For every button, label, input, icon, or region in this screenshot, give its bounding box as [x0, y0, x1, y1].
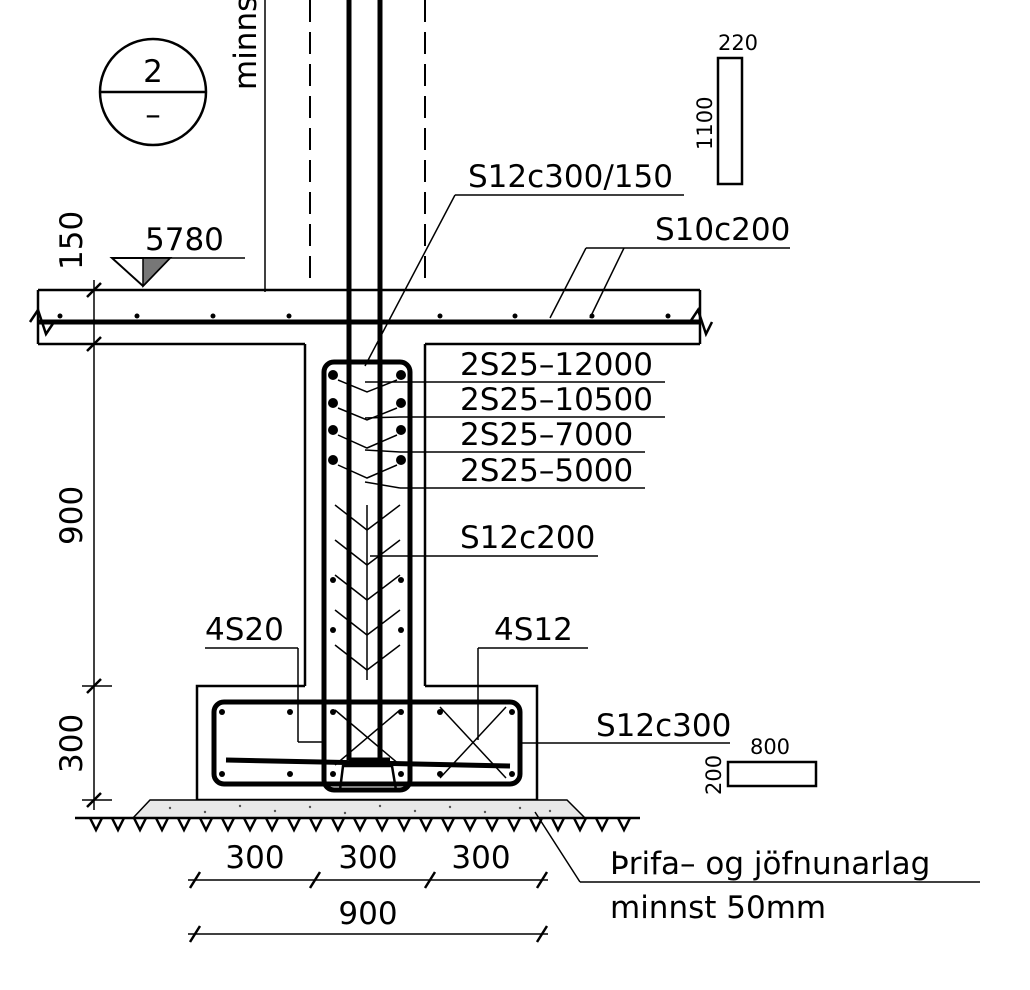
footing-cross-2: [439, 706, 507, 779]
dim-part-mid: 300: [338, 840, 397, 876]
stirrup-height: 1100: [693, 97, 717, 150]
gravel-dots: [168, 804, 552, 815]
label-bar-1: 2S25–12000: [460, 347, 653, 383]
footing-stirrup-height: 200: [702, 755, 726, 795]
label-bar-3: 2S25–7000: [460, 417, 633, 453]
break-symbol-right: [688, 307, 714, 338]
slab-bar-dots: [57, 313, 671, 319]
callouts: S12c300/150 S10c200 2S25–12000 2S25–1050…: [205, 159, 980, 926]
level-marker: 5780: [109, 222, 245, 288]
floor-slab: [28, 288, 714, 346]
vertical-dimensions: 150 900 300: [54, 211, 112, 810]
bar-bend: [338, 764, 398, 791]
label-gravel-1: Þrifa– og jöfnunarlag: [610, 846, 930, 882]
dim-footing-width: 900: [338, 896, 397, 932]
base-cross-2: [334, 709, 401, 766]
break-symbol-left: [28, 307, 56, 337]
label-bar-4: 2S25–5000: [460, 453, 633, 489]
ground-hatch: [88, 817, 632, 833]
stirrup-shape-sketch: 220 1100: [693, 31, 758, 186]
horizontal-dimensions: 300 300 300 900: [188, 840, 549, 943]
footing-stirrup-width: 800: [750, 735, 790, 759]
dim-part-left: 300: [225, 840, 284, 876]
label-footing-left: 4S20: [205, 612, 284, 648]
footing-stirrup-shape: [726, 760, 818, 788]
footing: [195, 684, 539, 802]
label-slab-reinf: S10c200: [655, 212, 790, 248]
label-stirrups: S12c200: [460, 520, 595, 556]
wall-note-label: minnst: [228, 0, 264, 90]
level-triangle-hatch: [142, 257, 172, 288]
footing-bottom-bar: [225, 757, 511, 769]
gravel-bed: [75, 799, 640, 833]
gravel-layer: [131, 799, 587, 819]
detail-marker: 2 –: [98, 37, 208, 147]
top-links: [337, 379, 398, 479]
dim-part-right: 300: [451, 840, 510, 876]
label-dowels: S12c300/150: [468, 159, 673, 195]
stirrup-width: 220: [718, 31, 758, 55]
leader-dowels: [364, 194, 456, 367]
leader-gravel: [534, 811, 581, 883]
label-footing-stirrups: S12c300: [596, 708, 731, 744]
wall-bar-dots: [328, 370, 406, 777]
level-value: 5780: [145, 222, 224, 258]
detail-sheet: –: [145, 97, 161, 133]
dim-wall-height: 900: [54, 486, 90, 545]
dim-slab: 150: [54, 211, 90, 270]
footing-bar-dots: [219, 709, 515, 777]
dim-footing-height: 300: [54, 714, 90, 773]
footing-reinforcement-loop: [211, 699, 523, 787]
stirrup-shape: [716, 56, 744, 186]
label-bar-2: 2S25–10500: [460, 382, 653, 418]
label-footing-right: 4S12: [494, 612, 573, 648]
footing-stirrup-shape-sketch: 800 200: [702, 735, 818, 795]
label-gravel-2: minnst 50mm: [610, 890, 826, 926]
wall-stirrup-cage: [321, 0, 413, 793]
detail-number: 2: [143, 54, 163, 90]
